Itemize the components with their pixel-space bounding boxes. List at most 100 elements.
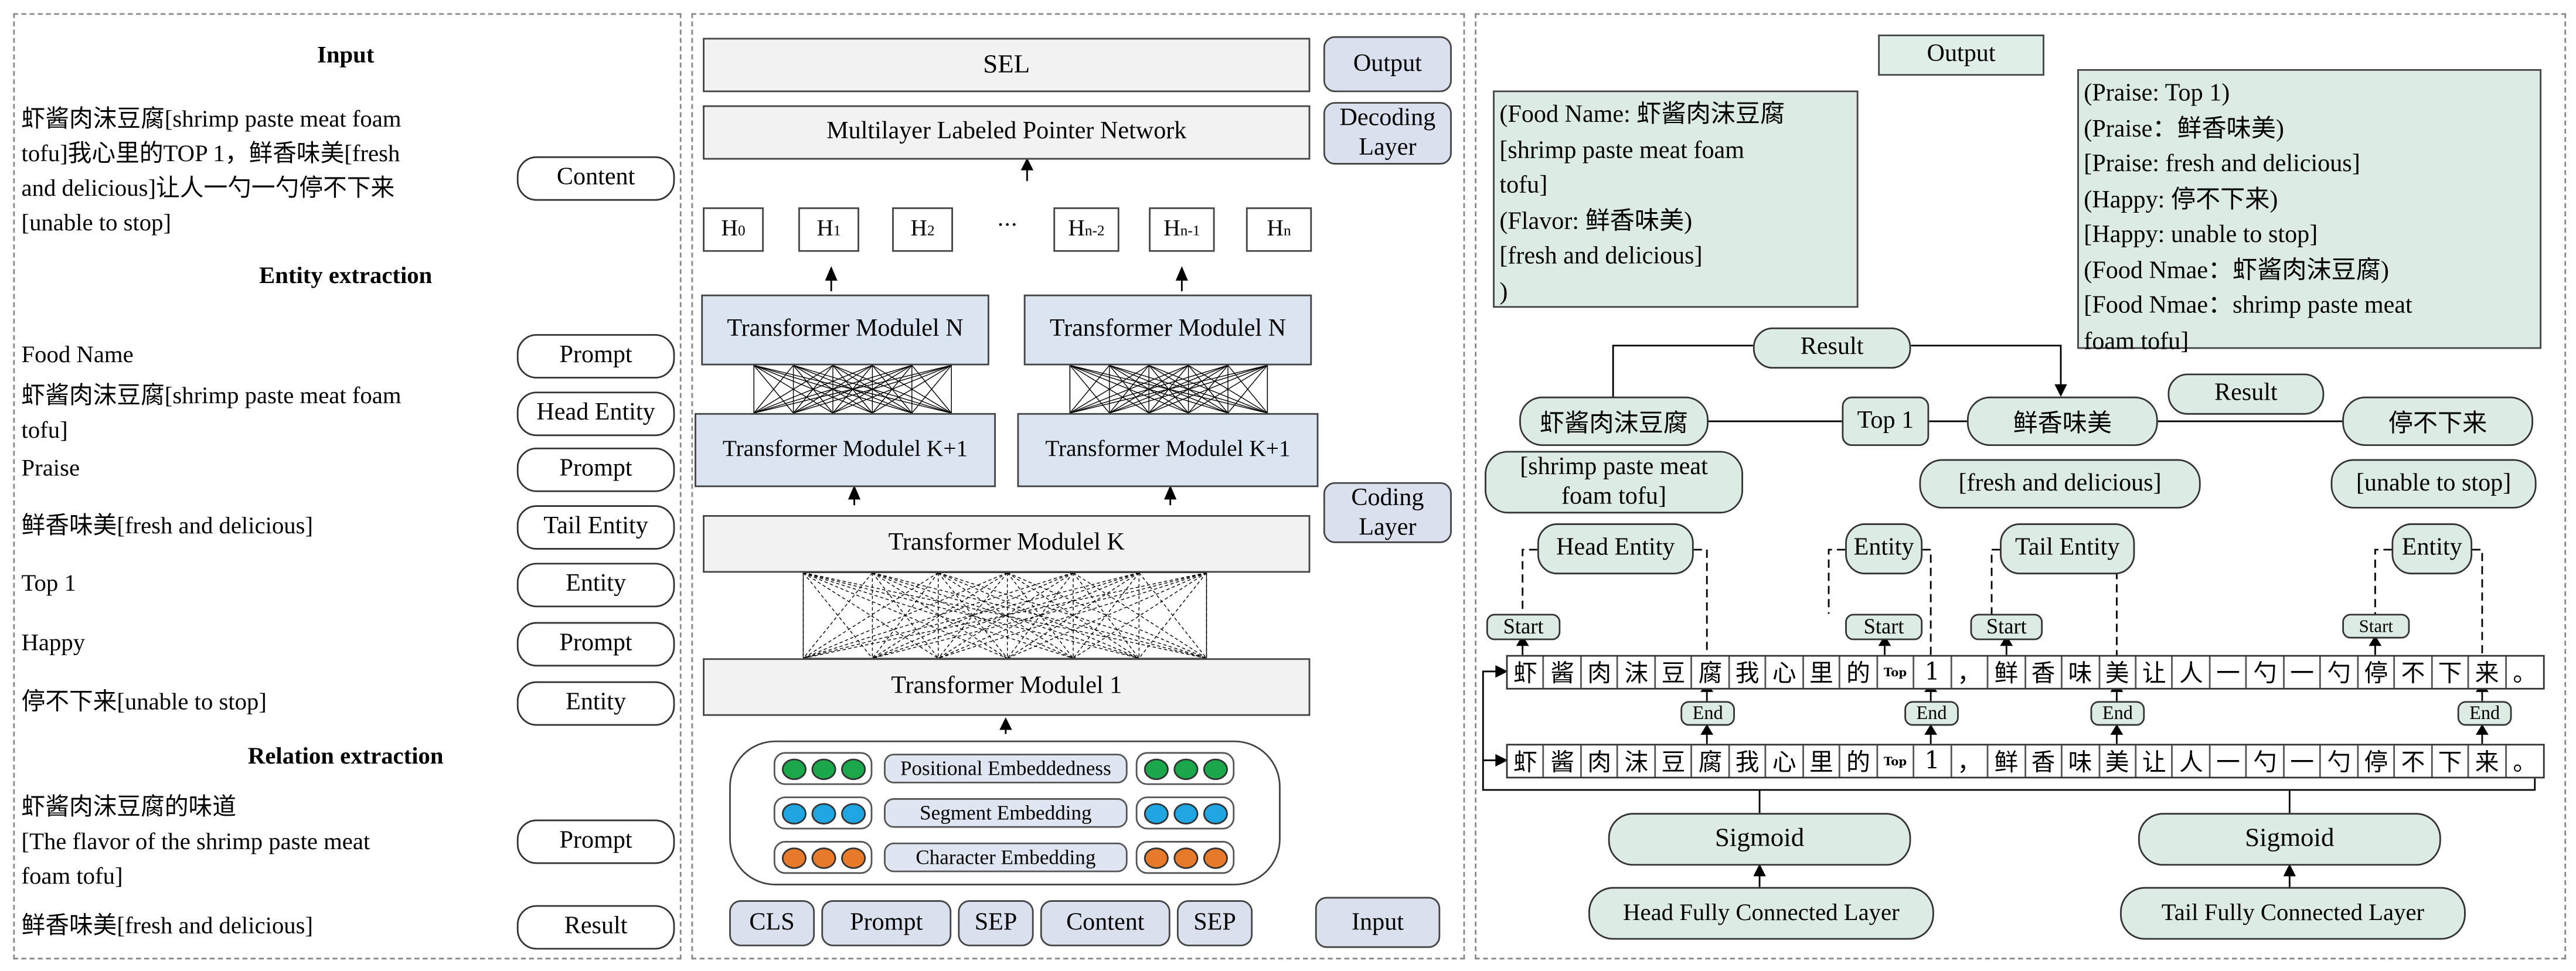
- translation-shrimp: [shrimp paste meat foam tofu]: [1485, 451, 1743, 514]
- sequence-char: 下: [2432, 745, 2469, 777]
- entity-extraction-title: Entity extraction: [259, 263, 433, 290]
- sequence-char: 下: [2432, 656, 2469, 688]
- transformer-n-left: Transformer Modulel N: [701, 294, 989, 366]
- hidden-state-symbol: H: [1068, 216, 1085, 241]
- tail-entity-tag: Tail Entity: [2000, 523, 2135, 575]
- sequence-char: 人: [2173, 656, 2211, 688]
- sequence-char: 里: [1803, 656, 1841, 688]
- sel-box: SEL: [703, 38, 1311, 93]
- embedding-dot: [781, 758, 807, 781]
- token-sep: SEP: [1176, 900, 1253, 946]
- relation-row-text: 虾酱肉沫豆腐的味道 [The flavor of the shrimp past…: [21, 795, 370, 891]
- sequence-char: 。: [2513, 661, 2537, 688]
- sequence-char: 美: [2099, 745, 2137, 777]
- translation-unable: [unable to stop]: [2330, 459, 2537, 509]
- hidden-state-symbol: H: [1163, 216, 1180, 241]
- entity-row-text: 鲜香味美[fresh and delicious]: [21, 513, 314, 540]
- start-tag: Start: [1486, 614, 1561, 640]
- hidden-state-ellipsis: ···: [997, 214, 1018, 239]
- entity-row-label: Prompt: [516, 334, 675, 379]
- sequence-char: 味: [2063, 745, 2099, 777]
- sequence-char: 勺: [2247, 745, 2285, 777]
- hidden-state-index: n-1: [1180, 221, 1200, 238]
- embedding-dot: [841, 803, 866, 825]
- tail-sigmoid: Sigmoid: [2138, 813, 2441, 866]
- node-top1: Top 1: [1842, 396, 1930, 447]
- entity-row-text: Happy: [21, 630, 86, 657]
- output-side-label: Output: [1323, 36, 1452, 93]
- embedding-dot: [841, 758, 866, 781]
- relation-extraction-title: Relation extraction: [247, 744, 444, 771]
- embedding-dot: [1144, 847, 1169, 869]
- entity-row-label: Tail Entity: [516, 505, 675, 550]
- entity-row-text: Top 1: [21, 571, 76, 598]
- sequence-char: 不: [2395, 745, 2432, 777]
- sequence-char: Top: [1877, 656, 1915, 688]
- end-tag: End: [2457, 701, 2512, 726]
- entity-row-label: Prompt: [516, 447, 675, 492]
- sequence-char: 肉: [1582, 745, 1619, 777]
- sequence-char: 停: [2359, 656, 2395, 688]
- sequence-char: 来: [2469, 656, 2507, 688]
- embedding-dot: [1203, 847, 1228, 869]
- sequence-char: 沫: [1619, 745, 1656, 777]
- embedding-dot: [1173, 847, 1199, 869]
- sequence-char: 勺: [2247, 656, 2285, 688]
- entity-row-text: 停不下来[unable to stop]: [21, 689, 267, 716]
- sequence-char: 我: [1730, 745, 1767, 777]
- entity-row-label: Entity: [516, 681, 675, 726]
- sequence-char: 鲜: [1989, 656, 2026, 688]
- sequence-char: 1: [1914, 745, 1952, 777]
- embedding-dot: [811, 847, 836, 869]
- transformer-k-box: Transformer Modulel K: [703, 515, 1311, 573]
- relation-row-label: Prompt: [516, 819, 675, 864]
- sequence-char: 腐: [1693, 745, 1730, 777]
- result-node-side: Result: [2167, 373, 2325, 415]
- sequence-char: 让: [2136, 656, 2174, 688]
- positional-dots-right: [1135, 752, 1235, 785]
- positional-embedding-label: Positional Embeddedness: [884, 754, 1128, 783]
- sequence-char: 豆: [1656, 745, 1693, 777]
- tail-fully-connected-layer: Tail Fully Connected Layer: [2120, 887, 2466, 940]
- sequence-char: 一: [2284, 745, 2322, 777]
- embedding-dot: [811, 758, 836, 781]
- embedding-dot: [1173, 758, 1199, 781]
- decoding-layer-label: Decoding Layer: [1323, 102, 1452, 165]
- start-tag: Start: [1845, 614, 1923, 640]
- embedding-dot: [781, 803, 807, 825]
- input-content-text: 虾酱肉沫豆腐[shrimp paste meat foam tofu]我心里的T…: [21, 107, 401, 237]
- positional-dots-left: [773, 752, 873, 785]
- token-prompt: Prompt: [821, 900, 952, 946]
- hidden-state-index: n-2: [1084, 221, 1105, 238]
- end-tag: End: [1904, 701, 1959, 726]
- entity-row-label: Head Entity: [516, 391, 675, 437]
- output-label: Output: [1878, 34, 2044, 76]
- right-panel-decoding-example: [1475, 13, 2567, 960]
- embedding-dot: [811, 803, 836, 825]
- sequence-char: 勺: [2322, 745, 2359, 777]
- embedding-dot: [1203, 758, 1228, 781]
- sequence-char: 美: [2099, 656, 2137, 688]
- hidden-state-index: 1: [833, 221, 841, 238]
- entity-row-text: 虾酱肉沫豆腐[shrimp paste meat foam tofu]: [21, 383, 401, 445]
- sequence-char: 一: [2210, 656, 2248, 688]
- sequence-char: 来: [2469, 745, 2507, 777]
- sequence-char: 一: [2284, 656, 2322, 688]
- relation-row-label: Result: [516, 905, 675, 950]
- sequence-char: ，: [1952, 745, 1989, 777]
- embedding-dot: [1144, 758, 1169, 781]
- hidden-state-symbol: H: [910, 216, 927, 241]
- embedding-dot: [1173, 803, 1199, 825]
- relation-row-text: 鲜香味美[fresh and delicious]: [21, 913, 314, 940]
- segment-dots-right: [1135, 796, 1235, 830]
- sequence-char: 豆: [1656, 656, 1693, 688]
- embedding-dot: [1203, 803, 1228, 825]
- hidden-state-symbol: H: [1267, 216, 1284, 241]
- entity-row-text: Praise: [21, 455, 80, 482]
- entity-row-label: Entity: [516, 563, 675, 608]
